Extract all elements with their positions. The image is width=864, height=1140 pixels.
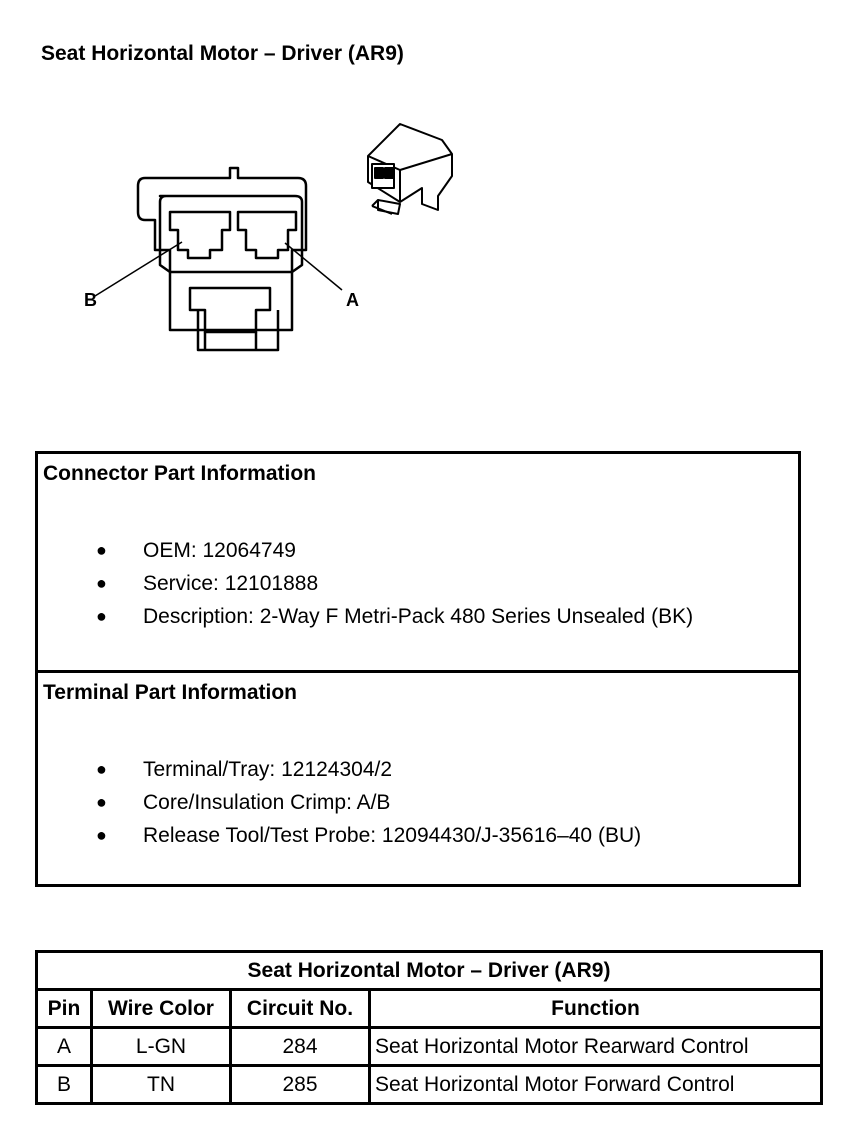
pin-function-table: Seat Horizontal Motor – Driver (AR9) Pin… (35, 950, 823, 1105)
connector-inner-outline (158, 194, 304, 274)
terminal-b-cavity (168, 210, 232, 260)
bullet-icon: ● (96, 540, 107, 560)
terminal-a-cavity (236, 210, 298, 260)
column-header-function: Function (368, 988, 823, 1029)
circuit-no-cell: 284 (229, 1026, 371, 1067)
wire-color-cell: TN (90, 1064, 232, 1105)
bullet-icon: ● (96, 606, 107, 626)
connector-latch (188, 286, 272, 334)
connector-isometric-view (367, 123, 453, 215)
table-title: Seat Horizontal Motor – Driver (AR9) (35, 950, 823, 991)
table-title-row: Seat Horizontal Motor – Driver (AR9) (35, 950, 823, 991)
connector-part-info: Connector Part Information ●OEM: 1206474… (38, 454, 798, 673)
table-row: B TN 285 Seat Horizontal Motor Forward C… (35, 1064, 823, 1105)
terminal-part-info-heading: Terminal Part Information (43, 681, 297, 704)
leader-line-b (94, 241, 183, 297)
column-header-wire-color: Wire Color (90, 988, 232, 1029)
wire-color-cell: L-GN (90, 1026, 232, 1067)
pin-label-a: A (346, 290, 359, 310)
column-header-pin: Pin (35, 988, 93, 1029)
pin-label-b: B (84, 290, 97, 310)
connector-part-info-heading: Connector Part Information (43, 462, 317, 485)
pin-cell: A (35, 1026, 93, 1067)
function-cell: Seat Horizontal Motor Forward Control (368, 1064, 823, 1105)
function-cell: Seat Horizontal Motor Rearward Control (368, 1026, 823, 1067)
bullet-icon: ● (96, 759, 107, 779)
leader-line-a (284, 242, 343, 291)
circuit-no-cell: 285 (229, 1064, 371, 1105)
column-header-circuit-no: Circuit No. (229, 988, 371, 1029)
pin-cell: B (35, 1064, 93, 1105)
connector-diagram: B A (84, 123, 453, 352)
terminal-part-info: Terminal Part Information ●Terminal/Tray… (38, 673, 798, 884)
connector-body-outline (136, 166, 308, 332)
table-header-row: Pin Wire Color Circuit No. Function (35, 988, 823, 1029)
table-row: A L-GN 284 Seat Horizontal Motor Rearwar… (35, 1026, 823, 1067)
page-title: Seat Horizontal Motor – Driver (AR9) (41, 42, 404, 65)
bullet-icon: ● (96, 573, 107, 593)
bullet-icon: ● (96, 825, 107, 845)
part-information-box: Connector Part Information ●OEM: 1206474… (35, 451, 801, 887)
bullet-icon: ● (96, 792, 107, 812)
